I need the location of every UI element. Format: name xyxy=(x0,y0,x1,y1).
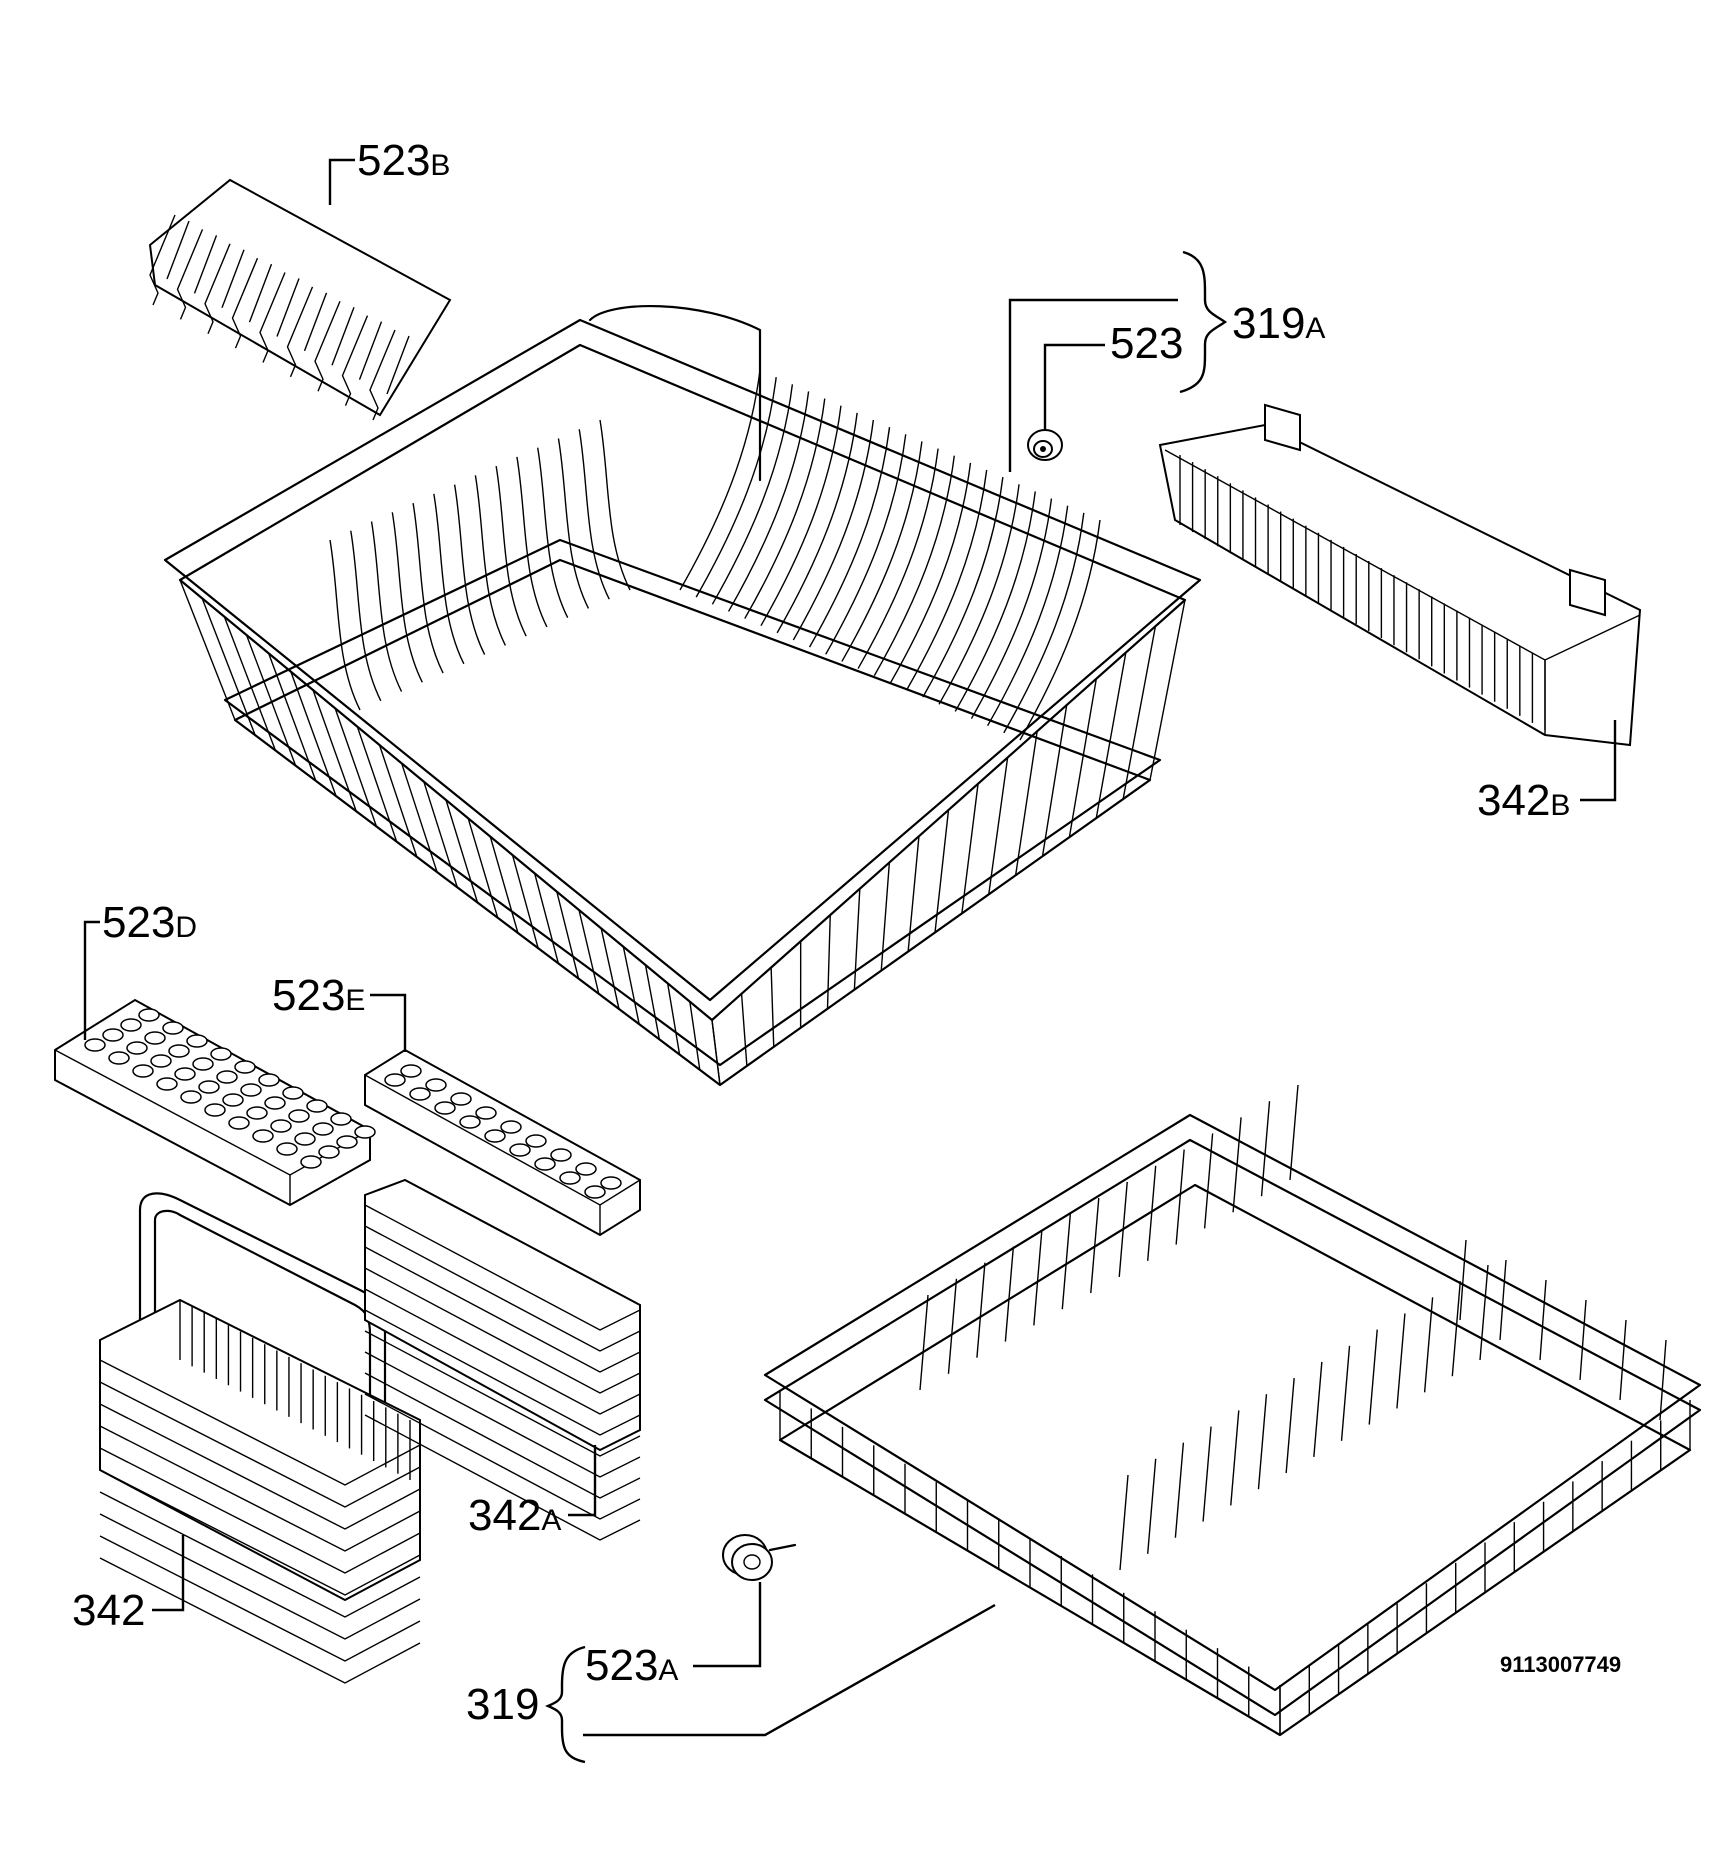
label-523a: 523A xyxy=(585,1641,678,1690)
label-523b: 523B xyxy=(357,136,450,185)
lower-basket xyxy=(763,1084,1702,1737)
part-342a-cutlery-basket xyxy=(364,1178,641,1541)
part-523b-comb-insert xyxy=(148,178,452,421)
part-342b-side-basket xyxy=(1158,403,1642,747)
label-342: 342 xyxy=(72,1586,145,1635)
label-523d: 523D xyxy=(102,898,197,947)
part-523-wheel xyxy=(1027,429,1063,461)
part-523e-cutlery-grid xyxy=(364,1048,641,1237)
label-342a: 342A xyxy=(468,1491,561,1540)
upper-basket xyxy=(163,304,1202,1087)
part-523d-cutlery-grid xyxy=(54,998,376,1207)
label-523: 523 xyxy=(1110,319,1183,368)
leader-lines xyxy=(83,158,1617,1764)
callout-labels: 523B 319A 523 342B 523D 523E 342A 342 31… xyxy=(72,136,1621,1729)
label-319a: 319A xyxy=(1232,299,1325,348)
label-523e: 523E xyxy=(272,971,365,1020)
label-342b: 342B xyxy=(1477,776,1570,825)
label-319: 319 xyxy=(466,1680,539,1729)
part-523a-wheel xyxy=(722,1534,797,1581)
document-number: 9113007749 xyxy=(1500,1652,1621,1677)
